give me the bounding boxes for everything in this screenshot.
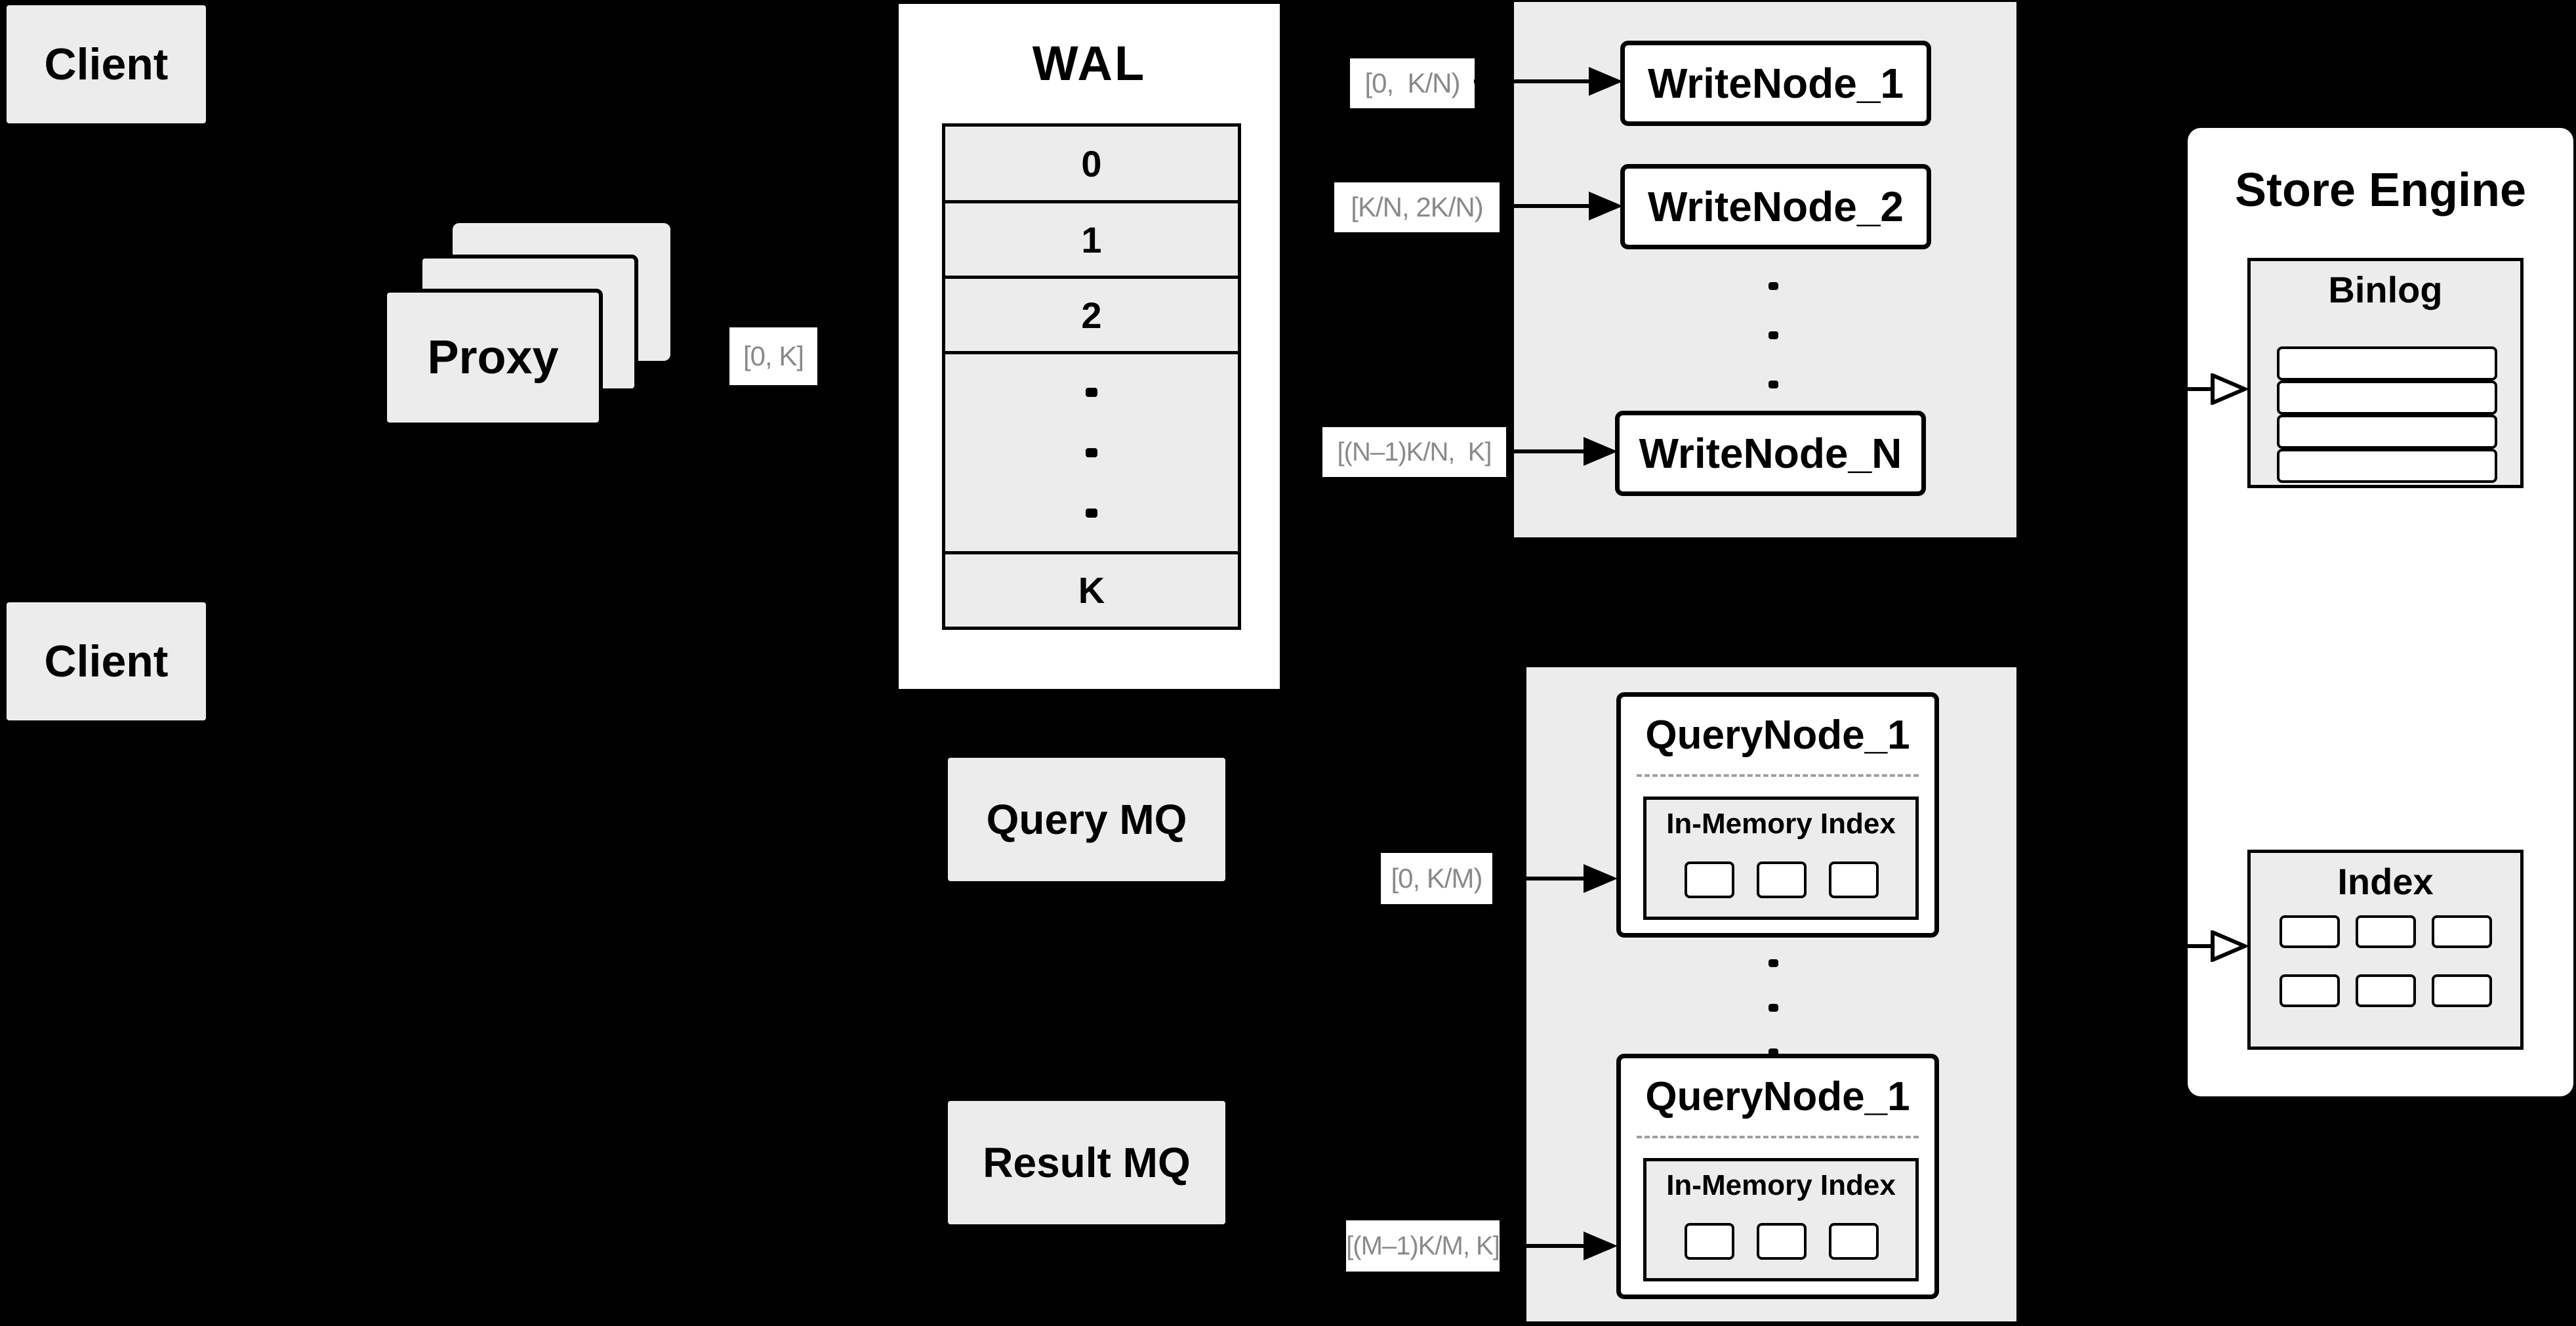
memory-slot: [1685, 1223, 1734, 1260]
arrow-head-write-n: [1584, 437, 1618, 466]
wal-row-k-label: K: [1078, 570, 1105, 611]
memory-slot: [1757, 861, 1807, 898]
memory-slot: [1757, 1223, 1807, 1260]
arrow-head-query-1: [1584, 864, 1618, 893]
wal-title: WAL: [1032, 35, 1147, 91]
binlog-box: Binlog: [2247, 258, 2524, 488]
in-memory-index-1-title: In-Memory Index: [1666, 808, 1896, 840]
index-slot: [2356, 915, 2416, 948]
write-node-n-label: WriteNode_N: [1639, 430, 1902, 477]
query-node-2-title: QueryNode_1: [1645, 1073, 1910, 1119]
edge-label-query-2-text: [(M–1)K/M, K]: [1346, 1231, 1500, 1260]
write-node-n-box: WriteNode_N: [1615, 411, 1926, 496]
arrow-line-write-n: [1506, 449, 1585, 453]
binlog-row: [2277, 449, 2497, 483]
index-box: Index: [2247, 850, 2524, 1050]
wal-row-1: 1: [945, 203, 1238, 280]
wal-row-ellipsis: [945, 354, 1238, 554]
edge-label-query-1-text: [0, K/M): [1391, 863, 1482, 894]
index-slot: [2432, 974, 2492, 1007]
memory-slot: [1685, 861, 1734, 898]
query-node-2-separator: [1637, 1136, 1919, 1138]
arrow-line-index: [2166, 944, 2213, 948]
edge-label-write-2-text: [K/N, 2K/N): [1351, 192, 1483, 222]
ellipsis-dot: [1086, 388, 1097, 398]
query-ellipsis-dot: [1768, 959, 1778, 967]
ellipsis-dot: [1086, 508, 1097, 518]
proxy-label: Proxy: [427, 331, 559, 384]
in-memory-index-1-box: In-Memory Index: [1643, 797, 1919, 920]
binlog-title: Binlog: [2328, 268, 2443, 310]
edge-label-write-1: [0, K/N): [1350, 58, 1475, 108]
result-mq-label: Result MQ: [983, 1139, 1191, 1186]
index-slot: [2432, 915, 2492, 948]
query-node-2-box: QueryNode_1 In-Memory Index: [1616, 1054, 1939, 1299]
arrow-head-write-2: [1589, 192, 1623, 220]
edge-label-write-n: [(N–1)K/N, K]: [1322, 427, 1506, 477]
arrow-line-query-1: [1492, 877, 1586, 881]
wal-table: 0 1 2 K: [942, 123, 1241, 630]
binlog-row: [2277, 415, 2497, 449]
write-node-1-box: WriteNode_1: [1620, 41, 1931, 126]
index-slot: [2356, 974, 2416, 1007]
edge-label-write-n-text: [(N–1)K/N, K]: [1337, 437, 1492, 466]
client-bottom-label: Client: [44, 636, 169, 686]
result-mq-box: Result MQ: [948, 1101, 1225, 1224]
in-memory-index-2-box: In-Memory Index: [1643, 1158, 1919, 1281]
binlog-row: [2277, 346, 2497, 381]
arrow-head-query-2: [1584, 1232, 1618, 1260]
memory-slot: [1829, 861, 1879, 898]
arrow-head-index: [2211, 930, 2247, 962]
wal-box: WAL 0 1 2 K: [899, 4, 1280, 689]
index-slot: [2280, 974, 2340, 1007]
store-engine-title: Store Engine: [2234, 164, 2527, 217]
query-node-1-box: QueryNode_1 In-Memory Index: [1616, 692, 1939, 938]
write-node-2-box: WriteNode_2: [1620, 164, 1931, 249]
wal-row-2: 2: [945, 279, 1238, 355]
query-ellipsis-dot: [1768, 1004, 1778, 1012]
edge-label-write-2: [K/N, 2K/N): [1334, 182, 1500, 232]
ellipsis-dot: [1086, 448, 1097, 458]
edge-label-proxy-wal-text: [0, K]: [743, 341, 804, 371]
in-memory-index-2-title: In-Memory Index: [1666, 1169, 1896, 1201]
client-top-box: Client: [7, 5, 206, 123]
wal-row-0-label: 0: [1081, 142, 1102, 184]
store-engine-box: Store Engine Binlog Index: [2188, 128, 2573, 1096]
wal-row-0: 0: [945, 127, 1238, 204]
write-ellipsis-dot: [1768, 381, 1778, 388]
arrow-line-write-1: [1474, 79, 1590, 83]
client-bottom-box: Client: [7, 602, 206, 720]
write-ellipsis-dot: [1768, 282, 1778, 290]
query-mq-box: Query MQ: [948, 758, 1225, 881]
arrow-head-write-1: [1589, 67, 1623, 96]
client-top-label: Client: [44, 39, 169, 89]
write-ellipsis-dot: [1768, 331, 1778, 339]
memory-slot: [1829, 1223, 1879, 1260]
query-mq-label: Query MQ: [986, 796, 1187, 843]
query-node-1-separator: [1637, 774, 1919, 777]
write-node-2-label: WriteNode_2: [1647, 183, 1904, 230]
edge-label-query-1: [0, K/M): [1381, 853, 1492, 904]
arrow-line-write-2: [1500, 204, 1590, 208]
index-title: Index: [2337, 860, 2434, 902]
edge-label-write-1-text: [0, K/N): [1364, 68, 1460, 98]
write-node-1-label: WriteNode_1: [1647, 60, 1904, 107]
proxy-box: Proxy: [383, 289, 603, 426]
wal-row-1-label: 1: [1081, 218, 1102, 260]
wal-row-2-label: 2: [1081, 294, 1102, 336]
arrow-line-query-2: [1500, 1244, 1586, 1248]
index-slot: [2280, 915, 2340, 948]
query-node-1-title: QueryNode_1: [1645, 712, 1910, 758]
wal-row-k: K: [945, 554, 1238, 627]
binlog-row: [2277, 381, 2497, 415]
arrow-line-binlog: [2166, 387, 2213, 391]
edge-label-proxy-wal: [0, K]: [729, 327, 817, 385]
edge-label-query-2: [(M–1)K/M, K]: [1346, 1220, 1500, 1272]
arrow-head-binlog: [2211, 373, 2247, 405]
